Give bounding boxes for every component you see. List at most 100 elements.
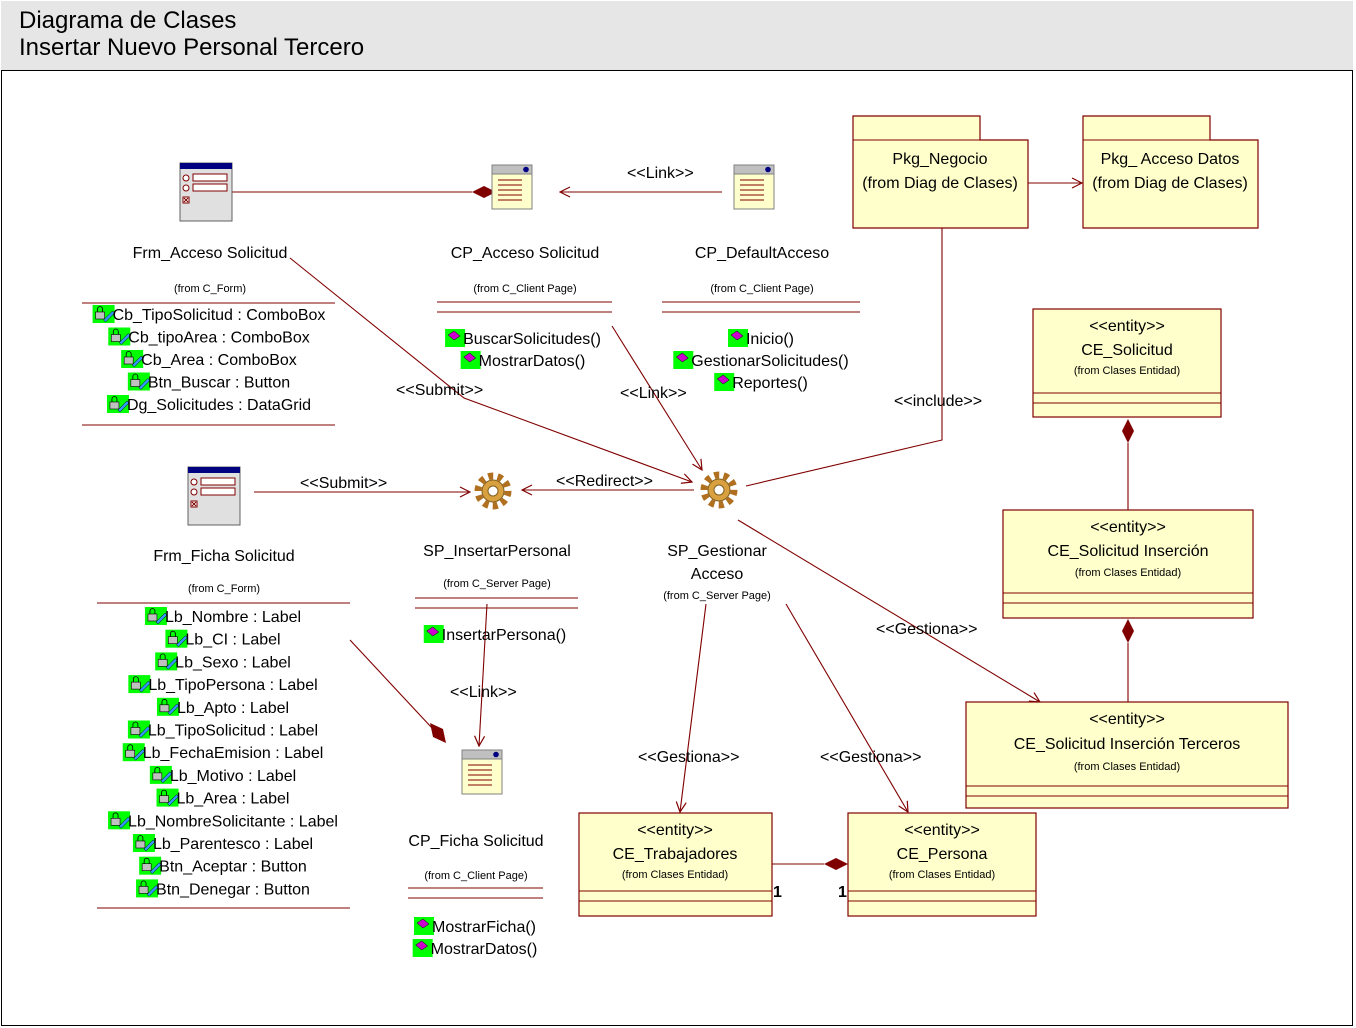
operation-icon	[423, 624, 444, 644]
edge-label-gestiona-3: <<Gestiona>>	[820, 749, 921, 766]
operation: MostrarDatos()	[479, 353, 586, 370]
edge-label-submit-2: <<Submit>>	[300, 475, 387, 492]
class-name: SP_InsertarPersonal	[423, 543, 571, 560]
composition-diamond	[472, 186, 496, 198]
attribute: Lb_Nombre : Label	[165, 609, 301, 626]
entity-name: CE_Trabajadores	[613, 846, 738, 863]
attribute: Btn_Aceptar : Button	[159, 859, 307, 876]
operation: MostrarFicha()	[432, 919, 536, 936]
stereotype: <<entity>>	[904, 822, 980, 839]
class-sp-gestionar-acceso: SP_Gestionar Acceso (from C_Server Page)	[663, 475, 771, 602]
attribute-visibility-icon	[149, 765, 173, 785]
operation-icon	[673, 350, 694, 370]
stereotype: <<entity>>	[1089, 318, 1165, 335]
attribute-visibility-icon	[107, 810, 131, 830]
form-icon	[187, 466, 241, 526]
attribute: Lb_FechaEmision : Label	[143, 745, 324, 762]
attribute-visibility-icon	[92, 304, 115, 324]
class-name-line-2: Acceso	[691, 566, 744, 583]
class-origin: (from C_Form)	[174, 283, 246, 295]
attribute-visibility-icon	[156, 697, 180, 717]
package-origin: (from Diag de Clases)	[862, 175, 1018, 192]
class-origin: (from C_Server Page)	[443, 578, 551, 590]
package-name: Pkg_Negocio	[892, 151, 987, 168]
composition-diamond-insercion	[1122, 619, 1134, 643]
edge-label-link-3: <<Link>>	[450, 684, 517, 701]
class-frm-acceso-solicitud: Frm_Acceso Solicitud (from C_Form) Cb_Ti…	[82, 162, 335, 426]
attribute-visibility-icon	[165, 629, 188, 649]
edge-label-redirect: <<Redirect>>	[556, 473, 653, 490]
gear-icon	[478, 476, 508, 506]
stereotype: <<entity>>	[1089, 711, 1165, 728]
entity-name: CE_Persona	[897, 846, 988, 863]
operation-icon	[713, 372, 735, 392]
attribute: Lb_TipoSolicitud : Label	[148, 723, 318, 740]
edge-label-include: <<include>>	[894, 393, 982, 410]
class-name: Frm_Ficha Solicitud	[153, 548, 294, 565]
edge-link-acceso-gestionar	[611, 325, 702, 470]
attribute-visibility-icon	[107, 327, 131, 346]
diagram-subtitle: Insertar Nuevo Personal Tercero	[19, 34, 365, 61]
entity-name: CE_Solicitud	[1081, 342, 1173, 359]
attribute: Lb_Apto : Label	[177, 700, 289, 717]
operation: Reportes()	[732, 375, 808, 392]
entity-ce-trabajadores: <<entity>> CE_Trabajadores (from Clases …	[578, 812, 773, 917]
stereotype: <<entity>>	[637, 822, 713, 839]
entity-origin: (from Clases Entidad)	[1074, 365, 1180, 377]
operation-icon	[412, 938, 433, 958]
operation: BuscarSolicitudes()	[463, 331, 601, 348]
composition-diamond-ficha	[430, 723, 446, 743]
edge-include	[745, 198, 942, 487]
entity-ce-solicitud-insercion-terceros: <<entity>> CE_Solicitud Inserción Tercer…	[965, 701, 1289, 809]
class-origin: (from C_Form)	[188, 583, 260, 595]
gear-icon	[704, 475, 734, 505]
class-cp-ficha-solicitud: CP_Ficha Solicitud (from C_Client Page) …	[408, 749, 544, 958]
attribute-visibility-icon	[127, 720, 151, 739]
attribute: Cb_TipoSolicitud : ComboBox	[113, 307, 326, 324]
edge-gestiona-trabajadores	[680, 603, 707, 812]
package-pkg-negocio: Pkg_Negocio (from Diag de Clases)	[852, 115, 1029, 229]
attribute-visibility-icon	[135, 879, 159, 898]
operation: MostrarDatos()	[431, 941, 538, 958]
operation-icon	[413, 916, 435, 936]
class-origin: (from C_Client Page)	[473, 283, 576, 295]
attribute: Lb_NombreSolicitante : Label	[128, 813, 338, 830]
class-name: CP_Acceso Solicitud	[451, 245, 600, 262]
package-origin: (from Diag de Clases)	[1092, 175, 1248, 192]
form-icon	[179, 162, 233, 222]
diagram-header: Diagrama de Clases Insertar Nuevo Person…	[1, 1, 1353, 71]
attribute: Dg_Solicitudes : DataGrid	[127, 397, 311, 414]
attribute: Lb_Motivo : Label	[170, 768, 296, 785]
class-name: CP_DefaultAcceso	[695, 245, 829, 262]
entity-ce-solicitud-insercion: <<entity>> CE_Solicitud Inserción (from …	[1002, 509, 1254, 619]
attribute-visibility-icon	[127, 674, 151, 694]
attribute-visibility-icon	[120, 349, 144, 369]
class-origin: (from C_Client Page)	[424, 870, 527, 882]
attribute-visibility-icon	[154, 652, 178, 671]
attribute: Lb_Area : Label	[177, 791, 290, 808]
edge-gestiona-terceros	[737, 519, 1040, 702]
attribute-visibility-icon	[106, 394, 130, 414]
edge-link-insertar-ficha	[479, 603, 488, 746]
client-page-icon	[491, 164, 533, 210]
operation: InsertarPersona()	[442, 627, 567, 644]
attribute-visibility-icon	[156, 788, 179, 807]
edge-label-submit-1: <<Submit>>	[396, 382, 483, 399]
operation: Inicio()	[746, 331, 794, 348]
attribute: Lb_Parentesco : Label	[153, 836, 313, 853]
class-origin: (from C_Server Page)	[663, 590, 771, 602]
edge-submit-acceso	[289, 257, 692, 482]
package-name: Pkg_ Acceso Datos	[1101, 151, 1240, 168]
class-cp-default-acceso: CP_DefaultAcceso (from C_Client Page) In…	[662, 164, 860, 392]
class-frm-ficha-solicitud: Frm_Ficha Solicitud (from C_Form) Lb_Nom…	[97, 466, 350, 909]
entity-ce-solicitud: <<entity>> CE_Solicitud (from Clases Ent…	[1032, 308, 1222, 418]
composition-diamond-persona	[824, 858, 848, 870]
multiplicity-left: 1	[773, 884, 782, 901]
attribute: Cb_tipoArea : ComboBox	[128, 330, 309, 347]
attribute: Lb_CI : Label	[185, 632, 280, 649]
attribute-visibility-icon	[144, 606, 168, 626]
attribute-visibility-icon	[127, 372, 151, 391]
client-page-icon	[461, 749, 503, 795]
edge-frm-cp-ficha	[349, 639, 433, 729]
